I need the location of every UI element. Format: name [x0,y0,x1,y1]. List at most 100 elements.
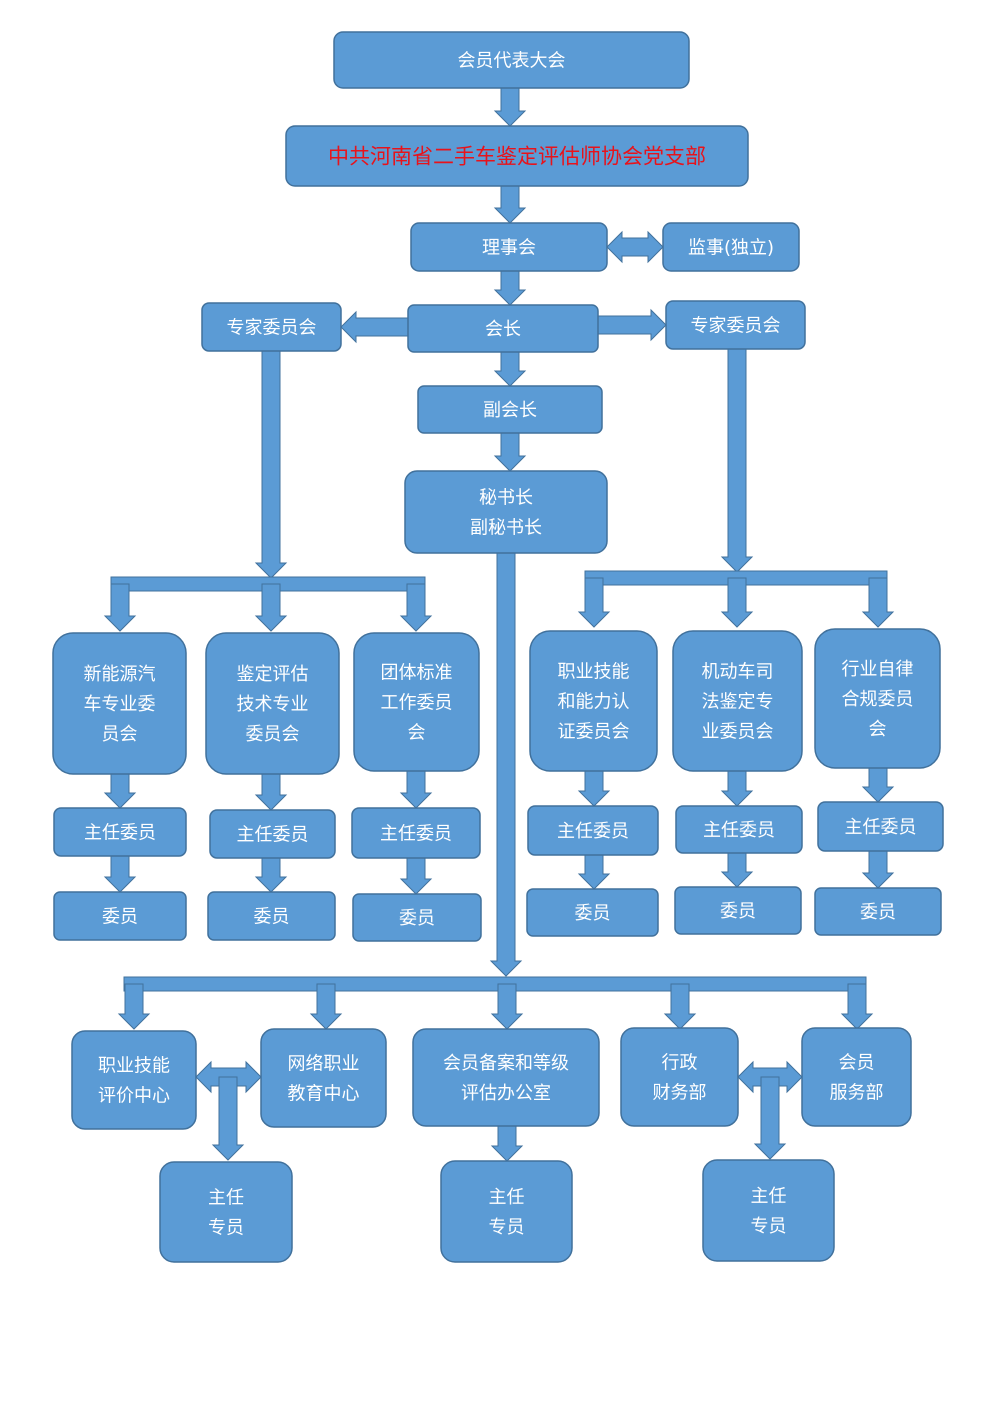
staff-box-2-label-2: 专员 [489,1217,525,1238]
committee-right-3-label-1: 行业自律 [842,659,914,680]
department-box-4-shape [620,1027,739,1127]
arrow-bus-bottom-4 [663,983,697,1030]
supervisor-box-shape [662,222,800,272]
chair-box-5-label: 主任委员 [703,820,775,841]
expert-committee-left-box-shape [201,302,342,352]
council-box: 理事会 [410,222,608,272]
committee-right-2-label-3: 业委员会 [702,721,774,742]
staff-box-3-label-1: 主任 [751,1186,787,1207]
member-box-4: 委员 [526,888,659,937]
staff-box-1-label-2: 专员 [208,1217,244,1238]
chair-box-3-label: 主任委员 [380,823,452,844]
expert-committee-right-box-label: 专家委员会 [691,315,781,336]
arrow-committee-chair-6 [861,767,895,803]
chair-box-4-label: 主任委员 [557,821,629,842]
party-branch-box: 中共河南省二手车鉴定评估师协会党支部 [285,125,749,187]
arrow-dept-pair-left-staff [211,1076,245,1161]
arrow-chair-member-5 [720,852,754,888]
committee-left-1-label-1: 新能源汽 [84,664,156,685]
department-box-4-label-1: 行政 [662,1052,698,1073]
member-box-3: 委员 [352,893,482,942]
arrow-expert-left-down [254,350,288,579]
staff-box-1-label-1: 主任 [208,1187,244,1208]
president-box-label: 会长 [485,319,521,340]
chair-box-4: 主任委员 [527,805,659,856]
arrow-chair-member-1 [103,855,137,893]
secretary-box-label-2: 副秘书长 [470,517,542,538]
president-box: 会长 [407,304,599,353]
secretary-box-label-1: 秘书长 [479,487,533,508]
member-box-1: 委员 [53,891,187,941]
member-box-6: 委员 [814,887,942,936]
chair-box-6: 主任委员 [817,801,944,852]
staff-box-2-label-1: 主任 [489,1187,525,1208]
connectors [103,87,895,1162]
arrow-president-expert-left [340,310,409,344]
committee-left-1-shape [52,632,187,775]
member-box-4-label: 委员 [575,903,611,924]
committee-left-3-label-2: 工作委员 [381,692,453,713]
committee-left-2-label-2: 技术专业 [237,694,309,715]
department-box-2-label-2: 教育中心 [288,1083,360,1104]
member-box-2-shape [207,891,336,941]
arrow-committee-chair-2 [254,773,288,811]
member-box-1-label: 委员 [102,906,138,927]
chair-box-4-shape [527,805,659,856]
member-box-2: 委员 [207,891,336,941]
committee-right-3-label-3: 会 [869,719,887,740]
committee-left-3-label-3: 会 [408,722,426,743]
department-box-5-label-1: 会员 [839,1052,875,1073]
department-box-3-label-1: 会员备案和等级 [443,1053,569,1074]
committee-right-1-shape [529,630,658,772]
department-box-2-shape [260,1028,387,1128]
chair-box-2-label: 主任委员 [237,824,309,845]
arrow-bus-left-2 [254,583,288,632]
chair-box-5: 主任委员 [675,805,803,854]
arrow-dept-pair-right-staff [753,1076,787,1160]
department-box-3-label-2: 评估办公室 [461,1083,551,1104]
chair-box-2-shape [209,809,336,859]
committee-right-2-label-2: 法鉴定专 [702,691,774,712]
supervisor-box: 监事(独立) [662,222,800,272]
arrow-chair-member-6 [861,850,895,889]
arrow-chair-member-2 [254,857,288,893]
arrow-committee-chair-3 [399,770,433,809]
committee-left-3-shape [353,632,480,772]
member-box-6-shape [814,887,942,936]
assembly-box-shape [333,31,690,89]
member-box-3-label: 委员 [399,908,435,929]
committee-right-2-shape [672,630,803,772]
member-box-5-shape [674,886,802,935]
committee-left-2-label-3: 委员会 [246,724,300,745]
member-box-5-label: 委员 [720,901,756,922]
department-box-3-shape [412,1028,600,1127]
arrow-bus-left-3 [399,583,433,632]
member-box-3-shape [352,893,482,942]
arrow-president-expert-right [597,308,667,342]
staff-box-2-shape [440,1160,573,1263]
arrow-expert-right-down [720,348,754,573]
party-branch-box-label: 中共河南省二手车鉴定评估师协会党支部 [328,145,706,169]
supervisor-box-label: 监事(独立) [688,237,774,258]
arrow-bus-right-3 [861,577,895,628]
chair-box-5-shape [675,805,803,854]
committee-left-3-label-1: 团体标准 [381,662,453,683]
arrow-committee-chair-4 [577,770,611,807]
arrow-dept-center-staff [490,1125,524,1162]
arrow-chair-member-4 [577,854,611,890]
committee-left-1-label-3: 员会 [102,724,138,745]
chair-box-1-shape [53,807,187,857]
department-box-5-label-2: 服务部 [830,1082,884,1103]
chair-box-1: 主任委员 [53,807,187,857]
committee-right-1-label-1: 职业技能 [558,661,630,682]
assembly-box: 会员代表大会 [333,31,690,89]
arrow-bus-right-1 [577,577,611,628]
committee-left-1-label-2: 车专业委 [84,694,156,715]
committee-left-2-shape [205,632,340,775]
